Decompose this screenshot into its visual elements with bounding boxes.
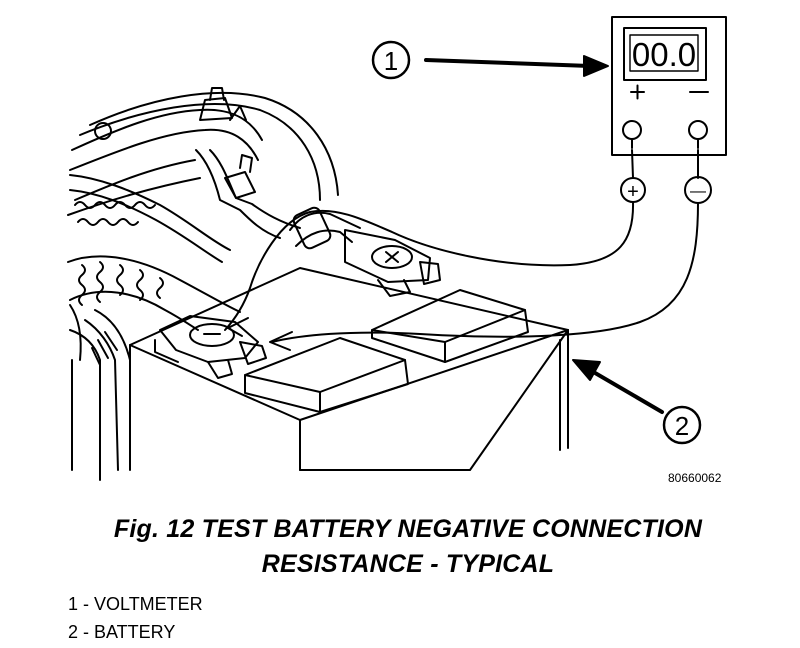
meter-minus-symbol: — xyxy=(690,183,706,200)
callout-number-2: 2 xyxy=(675,411,689,441)
meter-plus-symbol: + xyxy=(627,181,639,203)
test-leads xyxy=(224,149,712,343)
negative-clamp xyxy=(154,315,267,379)
figure-id: 80660062 xyxy=(668,471,722,485)
callout-circle-2 xyxy=(662,405,702,445)
voltmeter xyxy=(611,16,727,156)
callout-number-1: 1 xyxy=(384,46,398,76)
figure-caption-line2: RESISTANCE - TYPICAL xyxy=(261,550,555,578)
legend-item-voltmeter: 1 - VOLTMETER xyxy=(68,594,203,614)
battery xyxy=(129,267,569,471)
callout-arrow-2 xyxy=(572,359,664,414)
meter-display: 00.0 xyxy=(632,36,696,73)
arrow-to-post xyxy=(269,331,293,351)
legend-item-battery: 2 - BATTERY xyxy=(68,622,176,642)
callout-circle-1 xyxy=(371,40,411,80)
negative-cable xyxy=(67,255,241,481)
figure-caption-line1: Fig. 12 TEST BATTERY NEGATIVE CONNECTION xyxy=(113,515,703,543)
arrow-to-clamp xyxy=(227,317,249,337)
wiring-harness xyxy=(67,87,339,263)
callout-arrow-1 xyxy=(424,55,609,77)
battery-test-diagram: 00.0 + — 1 2 xyxy=(67,16,727,481)
